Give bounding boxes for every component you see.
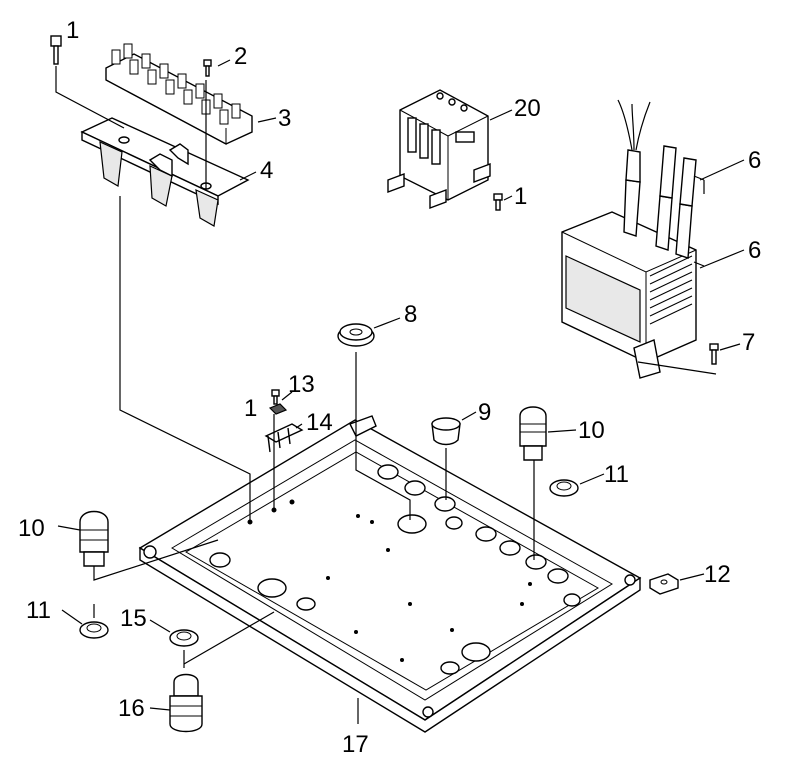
callout-ticks — [57, 59, 745, 724]
leader-lines — [55, 66, 717, 668]
terminal-block — [105, 43, 253, 145]
callout-14: 14 — [306, 409, 333, 436]
lock-nut-left — [79, 621, 109, 639]
cable-gland-left — [79, 510, 109, 567]
callout-6-upper: 6 — [748, 147, 761, 174]
screw-1-small — [271, 389, 280, 405]
callout-1-top: 1 — [66, 17, 79, 44]
callout-3: 3 — [278, 105, 291, 132]
clip — [649, 573, 679, 595]
base-plate — [138, 415, 642, 733]
blanking-plug — [431, 417, 461, 446]
callout-16: 16 — [118, 695, 145, 722]
callout-7: 7 — [742, 329, 755, 356]
cable-gland-16 — [169, 673, 203, 733]
transformer — [561, 211, 697, 379]
cable-gland-right — [519, 406, 547, 461]
callout-4: 4 — [260, 157, 273, 184]
lock-nut-15 — [169, 629, 199, 647]
callout-6-lower: 6 — [748, 237, 761, 264]
contactor — [387, 89, 491, 210]
lock-nut-right — [549, 479, 579, 497]
callout-10-right: 10 — [578, 417, 605, 444]
washer-13 — [268, 403, 288, 415]
callout-1-contactor: 1 — [514, 183, 527, 210]
callout-15: 15 — [120, 605, 147, 632]
callout-2: 2 — [234, 43, 247, 70]
callout-13: 13 — [288, 371, 315, 398]
screw-2-top — [203, 59, 212, 77]
callout-10-left: 10 — [18, 515, 45, 542]
callout-labels: 1 2 3 4 20 1 6 6 8 7 13 1 9 10 14 11 10 … — [18, 17, 761, 758]
callout-11-right: 11 — [604, 461, 629, 488]
grommet — [337, 323, 375, 347]
callout-1-small: 1 — [244, 395, 257, 422]
callout-11-left: 11 — [26, 597, 51, 624]
callout-17: 17 — [342, 731, 369, 758]
jumper-14 — [264, 423, 304, 453]
screw-1-contactor — [493, 193, 503, 211]
callout-12: 12 — [704, 561, 731, 588]
transformer-cables — [617, 99, 697, 259]
screw-1-top — [50, 35, 62, 65]
callout-20: 20 — [514, 95, 541, 122]
screw-7 — [709, 343, 719, 365]
callout-8: 8 — [404, 301, 417, 328]
callout-9: 9 — [478, 399, 491, 426]
